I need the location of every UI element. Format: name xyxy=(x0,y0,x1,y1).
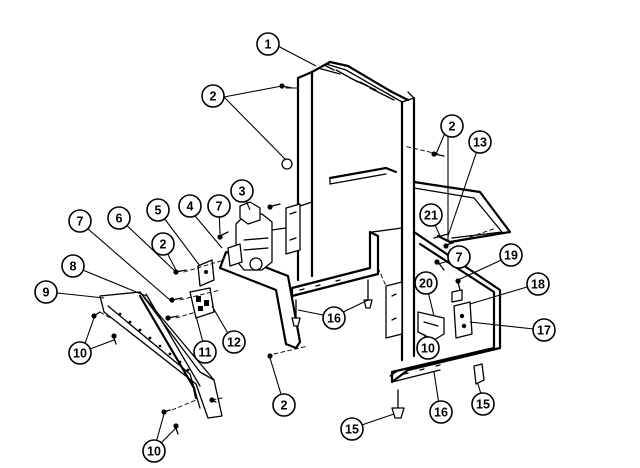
callout-17[interactable]: 17 xyxy=(532,318,556,342)
callout-label: 18 xyxy=(531,278,545,292)
callout-label: 3 xyxy=(239,185,246,199)
callout-label: 16 xyxy=(327,312,341,326)
callout-label: 10 xyxy=(73,347,87,361)
callout-label: 2 xyxy=(210,90,217,104)
callout-label: 5 xyxy=(155,204,162,218)
callouts: 1 2 2 3 4 5 6 2 7 7 8 9 10 11 12 16 2 10… xyxy=(34,32,556,463)
callout-13[interactable]: 13 xyxy=(468,130,492,154)
callout-label: 2 xyxy=(281,399,288,413)
callout-11[interactable]: 11 xyxy=(193,340,217,364)
callout-label: 13 xyxy=(473,136,487,150)
callout-label: 7 xyxy=(77,215,84,229)
callout-2[interactable]: 2 xyxy=(440,114,464,138)
callout-label: 17 xyxy=(537,324,551,338)
callout-12[interactable]: 12 xyxy=(222,330,246,354)
callout-label: 21 xyxy=(424,209,438,223)
callout-10[interactable]: 10 xyxy=(142,439,166,463)
assembly-lines xyxy=(99,87,497,411)
callout-label: 9 xyxy=(43,286,50,300)
callout-label: 15 xyxy=(345,423,359,437)
valve-assembly xyxy=(227,201,287,271)
callout-1[interactable]: 1 xyxy=(256,32,280,56)
main-frame xyxy=(285,60,416,362)
callout-label: 4 xyxy=(187,200,194,214)
callout-20[interactable]: 20 xyxy=(414,271,438,295)
callout-10[interactable]: 10 xyxy=(416,336,440,360)
callout-16[interactable]: 16 xyxy=(429,400,453,424)
callout-label: 15 xyxy=(476,398,490,412)
left-bracket xyxy=(218,250,302,350)
callout-15[interactable]: 15 xyxy=(471,392,495,416)
callout-label: 12 xyxy=(227,336,241,350)
callout-label: 10 xyxy=(147,445,161,459)
callout-21[interactable]: 21 xyxy=(419,203,443,227)
callout-19[interactable]: 19 xyxy=(499,243,523,267)
callout-15[interactable]: 15 xyxy=(340,417,364,441)
callout-2[interactable]: 2 xyxy=(201,84,225,108)
callout-label: 7 xyxy=(216,200,223,214)
callout-9[interactable]: 9 xyxy=(34,280,58,304)
callout-label: 19 xyxy=(504,249,518,263)
callout-16[interactable]: 16 xyxy=(322,306,346,330)
fasteners xyxy=(91,83,461,435)
callout-label: 16 xyxy=(434,406,448,420)
small-brackets xyxy=(189,259,215,319)
callout-7[interactable]: 7 xyxy=(207,194,231,218)
callout-4[interactable]: 4 xyxy=(178,194,202,218)
callout-6[interactable]: 6 xyxy=(107,206,131,230)
callout-7[interactable]: 7 xyxy=(68,209,92,233)
callout-2[interactable]: 2 xyxy=(151,232,175,256)
callout-5[interactable]: 5 xyxy=(146,198,170,222)
callout-label: 2 xyxy=(160,238,167,252)
rail-strip xyxy=(138,293,201,400)
callout-label: 1 xyxy=(265,38,272,52)
callout-label: 20 xyxy=(419,277,433,291)
callout-label: 2 xyxy=(449,120,456,134)
right-components xyxy=(417,289,485,385)
callout-18[interactable]: 18 xyxy=(526,272,550,296)
callout-label: 7 xyxy=(456,251,463,265)
callout-8[interactable]: 8 xyxy=(61,254,85,278)
callout-label: 11 xyxy=(198,346,211,360)
callout-3[interactable]: 3 xyxy=(230,179,254,203)
callout-label: 8 xyxy=(70,260,77,274)
callout-label: 10 xyxy=(421,342,435,356)
callout-10[interactable]: 10 xyxy=(68,341,92,365)
callout-7[interactable]: 7 xyxy=(447,245,471,269)
callout-label: 6 xyxy=(116,212,123,226)
callout-2[interactable]: 2 xyxy=(272,393,296,417)
rear-rail xyxy=(328,166,512,244)
